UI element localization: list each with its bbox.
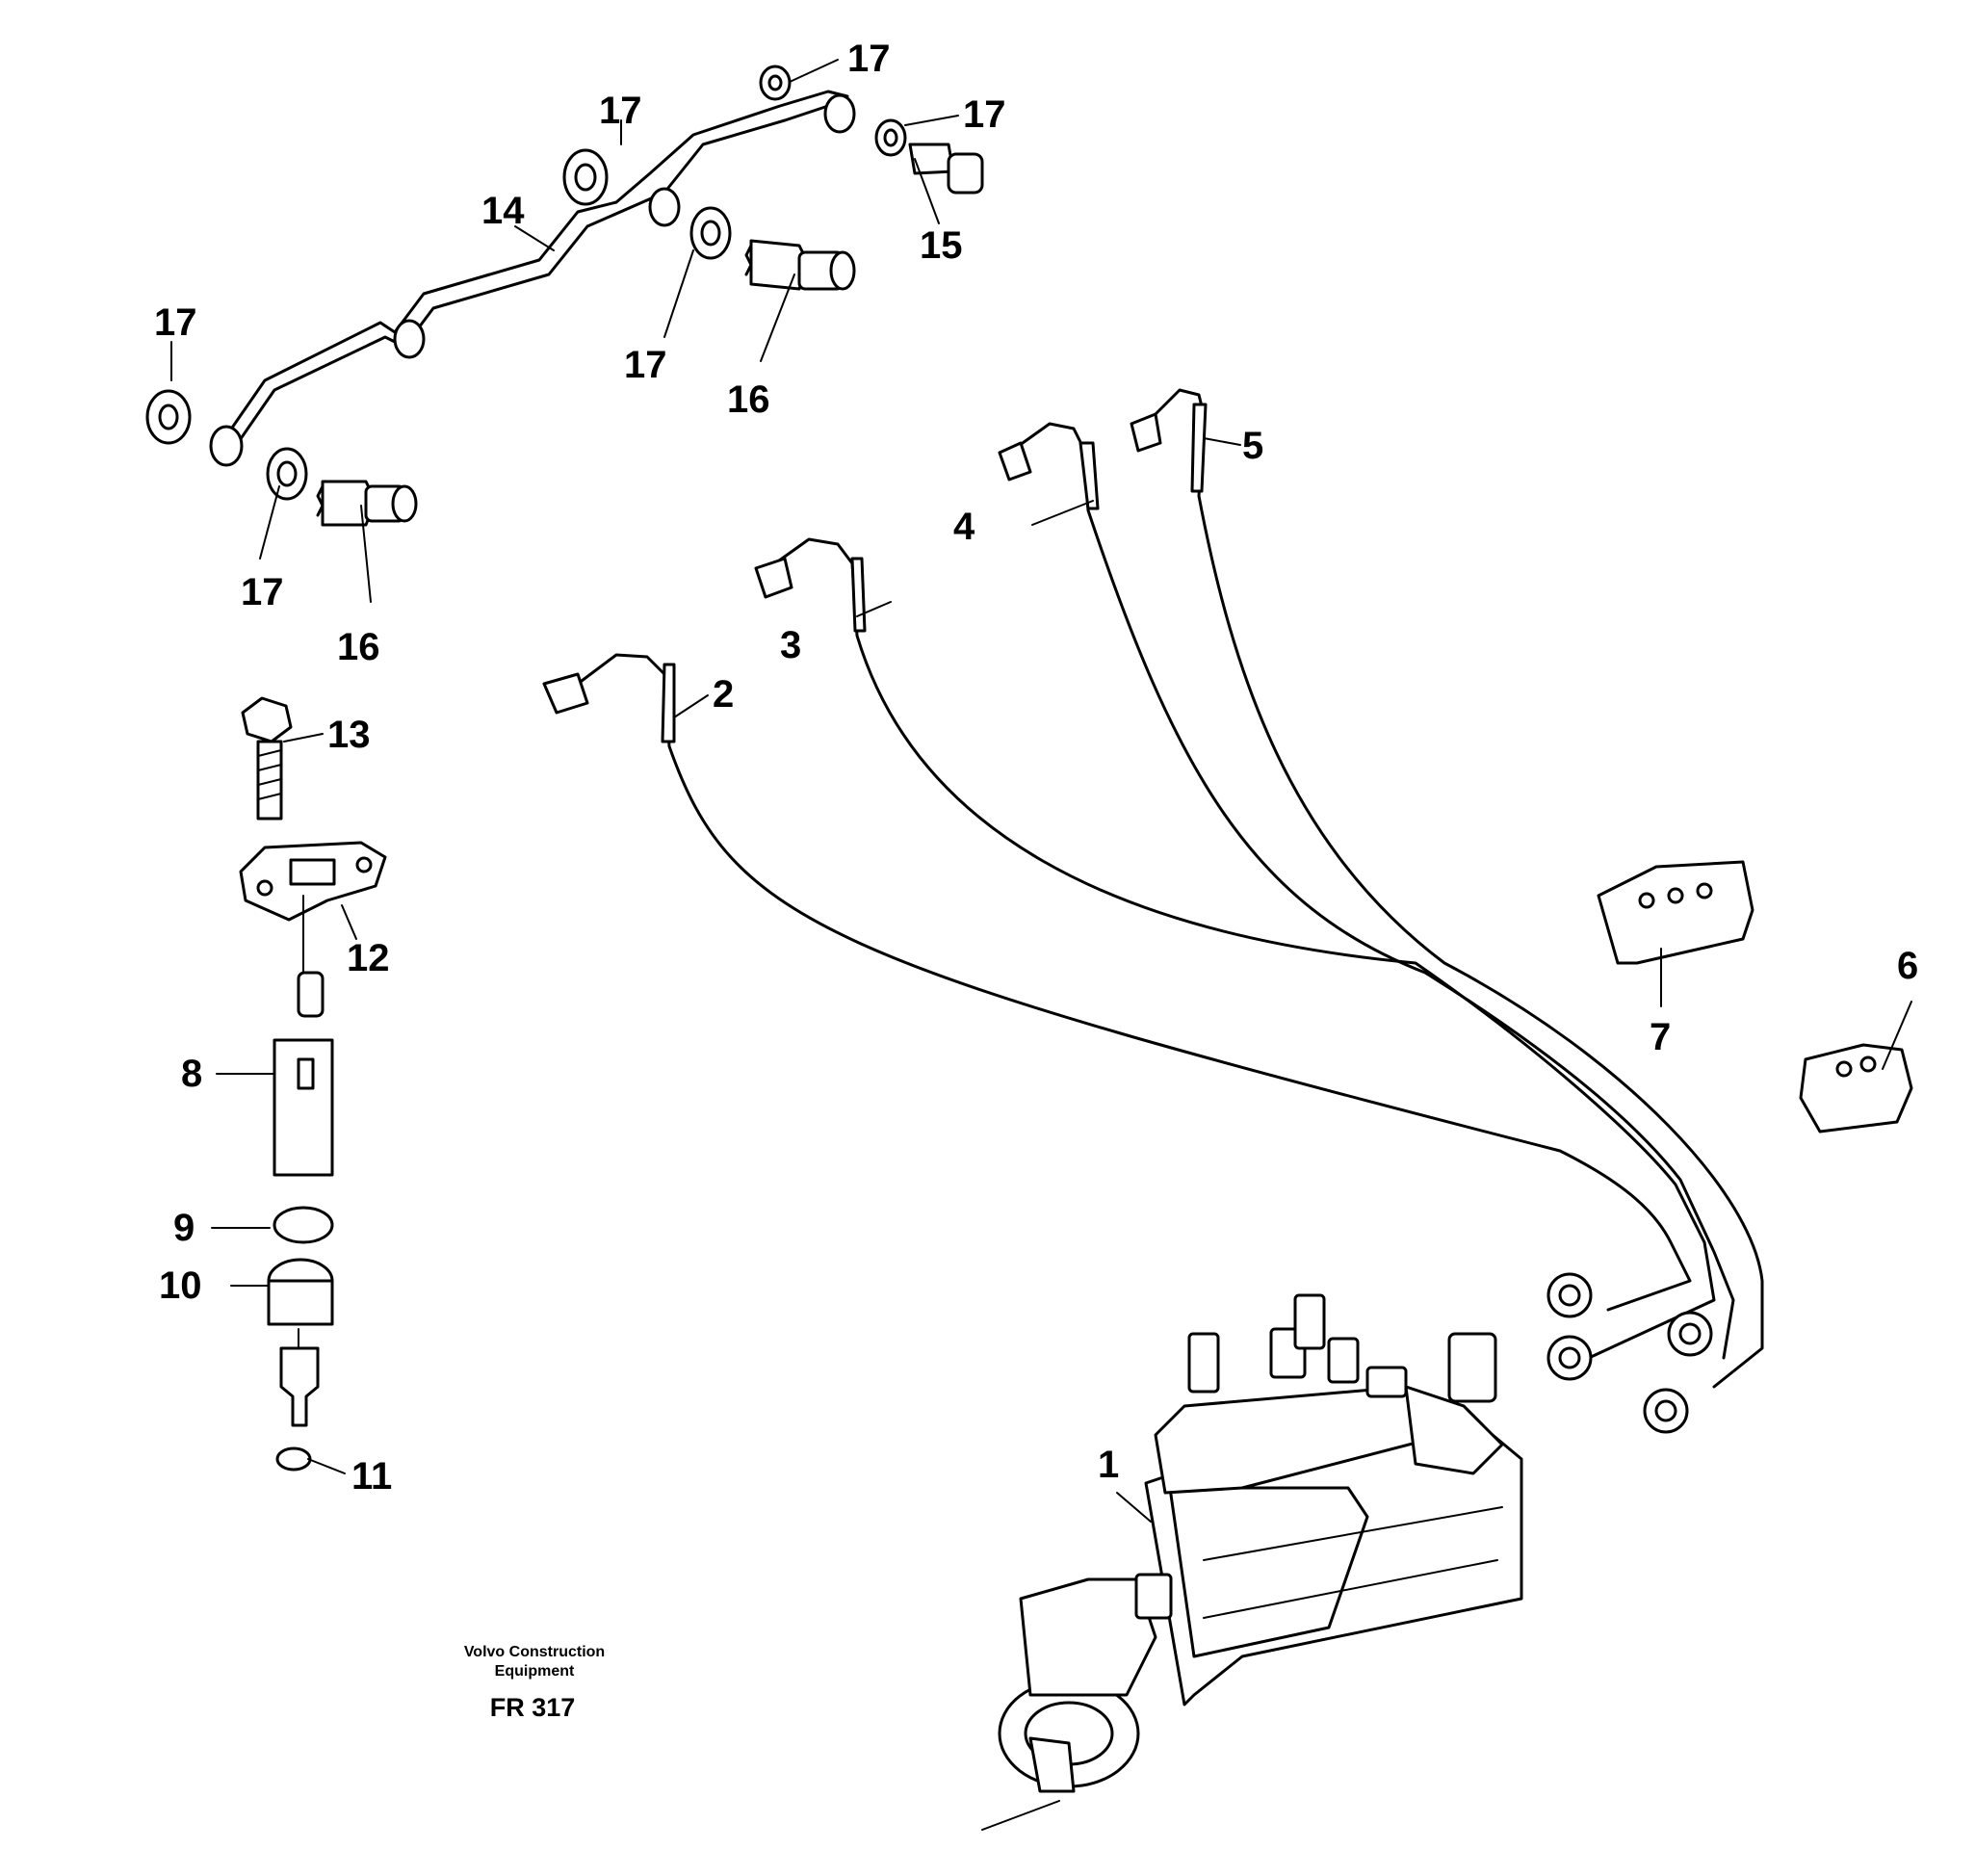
callout-6: 6 bbox=[1897, 945, 1918, 987]
callout-2: 2 bbox=[713, 673, 734, 716]
caption-company-line1: Volvo Construction bbox=[464, 1644, 605, 1660]
injector-body bbox=[273, 1038, 334, 1177]
callout-17-middle-bottom: 17 bbox=[624, 344, 667, 386]
copper-washer bbox=[275, 1446, 312, 1472]
callout-3: 3 bbox=[780, 624, 801, 666]
callout-8: 8 bbox=[181, 1053, 202, 1095]
callout-17-right: 17 bbox=[963, 93, 1006, 136]
callout-5: 5 bbox=[1242, 425, 1263, 467]
callout-17-top: 17 bbox=[847, 38, 891, 80]
callout-17-left-top: 17 bbox=[154, 301, 197, 344]
banjo-fitting bbox=[823, 93, 856, 134]
bolt-head bbox=[241, 696, 293, 743]
banjo-fitting bbox=[648, 187, 681, 227]
callouts: 1 2 3 4 5 6 7 8 9 10 11 12 13 14 15 16 1… bbox=[154, 38, 1918, 1498]
sealing-washers bbox=[145, 65, 907, 501]
callout-16-left: 16 bbox=[337, 626, 380, 668]
callout-17-middle-top: 17 bbox=[599, 90, 642, 132]
figure-reference: FR 317 bbox=[490, 1693, 576, 1722]
callout-16-right: 16 bbox=[727, 378, 770, 421]
callout-9: 9 bbox=[173, 1207, 195, 1249]
banjo-fitting bbox=[209, 425, 244, 467]
callout-17-left-bottom: 17 bbox=[241, 571, 284, 613]
leader-lines bbox=[170, 59, 1912, 1523]
injector-stack bbox=[239, 696, 387, 1472]
callout-15: 15 bbox=[920, 224, 963, 267]
callout-4: 4 bbox=[953, 506, 975, 548]
pipe-clamps bbox=[1597, 860, 1913, 1133]
injection-pump bbox=[981, 1293, 1523, 1831]
callout-13: 13 bbox=[327, 714, 371, 756]
diagram-caption: Volvo Construction Equipment FR 317 bbox=[464, 1644, 605, 1722]
callout-10: 10 bbox=[159, 1264, 202, 1307]
injection-pipes bbox=[542, 388, 1764, 1434]
callout-14: 14 bbox=[481, 190, 525, 232]
callout-12: 12 bbox=[347, 937, 390, 979]
callout-1: 1 bbox=[1098, 1444, 1119, 1486]
caption-company-line2: Equipment bbox=[495, 1663, 575, 1680]
leak-off-pipe bbox=[209, 90, 856, 467]
nozzle bbox=[279, 1346, 320, 1427]
callout-11: 11 bbox=[351, 1455, 392, 1498]
nozzle-washer bbox=[273, 1206, 334, 1244]
banjo-fitting bbox=[393, 319, 426, 359]
callout-7: 7 bbox=[1650, 1016, 1671, 1058]
